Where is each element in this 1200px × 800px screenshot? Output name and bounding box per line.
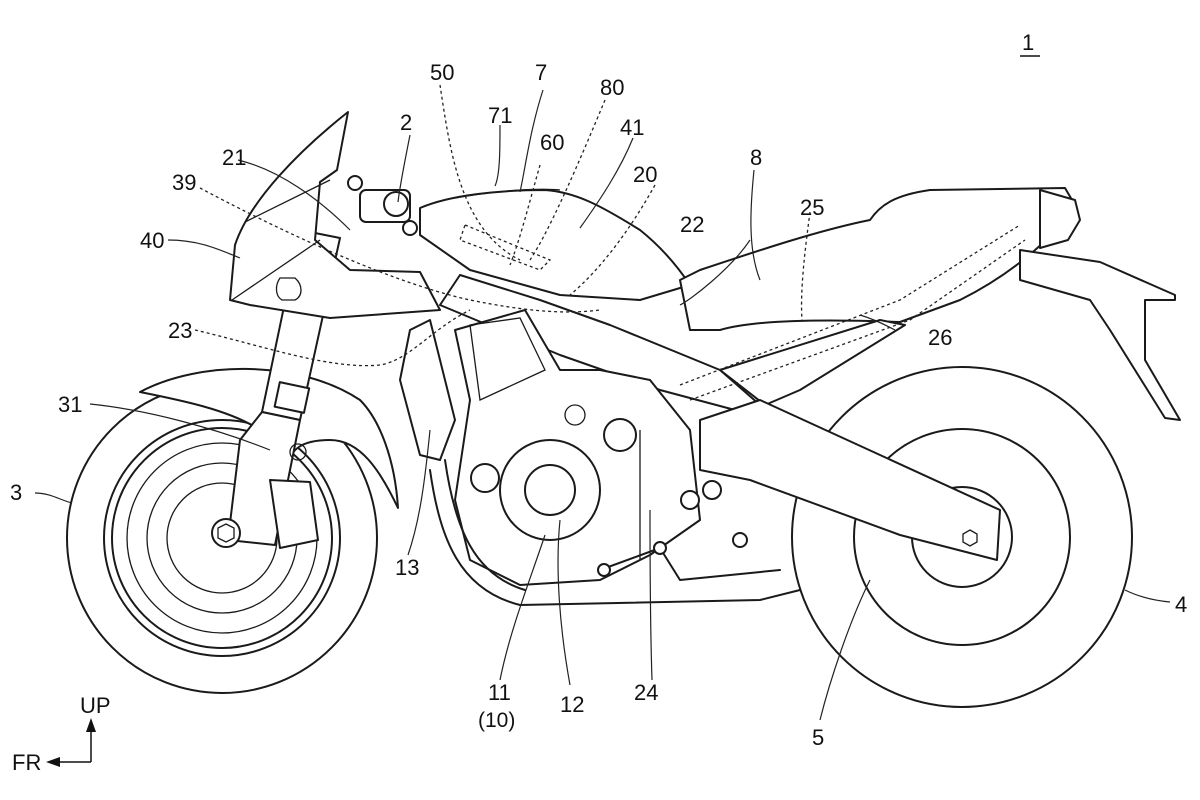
label-22: 22 xyxy=(680,212,704,237)
label-10: (10) xyxy=(478,709,515,732)
front-fork xyxy=(211,229,341,549)
label-12: 12 xyxy=(560,692,584,717)
label-5: 5 xyxy=(812,725,824,750)
label-40: 40 xyxy=(140,228,164,253)
label-31: 31 xyxy=(58,392,82,417)
label-26: 26 xyxy=(928,325,952,350)
handlebar xyxy=(347,175,418,236)
reference-labels: 1 2 3 4 5 7 8 11 (10) 12 13 20 21 22 23 … xyxy=(10,30,1187,750)
label-21: 21 xyxy=(222,145,246,170)
exhaust-pipe xyxy=(429,469,801,606)
engine xyxy=(454,309,701,586)
front-arrow-icon xyxy=(46,757,60,767)
front-cowl xyxy=(229,111,441,319)
label-41: 41 xyxy=(620,115,644,140)
footrest-linkage xyxy=(597,480,781,581)
label-2: 2 xyxy=(400,110,412,135)
up-label: UP xyxy=(80,693,111,718)
orientation-indicator: UP FR xyxy=(12,693,111,775)
label-3: 3 xyxy=(10,480,22,505)
radiator xyxy=(399,319,456,461)
label-8: 8 xyxy=(750,145,762,170)
label-20: 20 xyxy=(633,162,657,187)
label-80: 80 xyxy=(600,75,624,100)
label-50: 50 xyxy=(430,60,454,85)
label-25: 25 xyxy=(800,195,824,220)
label-60: 60 xyxy=(540,130,564,155)
label-13: 13 xyxy=(395,555,419,580)
label-1: 1 xyxy=(1022,30,1034,55)
label-11: 11 xyxy=(488,680,511,705)
rear-frame xyxy=(719,319,906,406)
swing-arm xyxy=(699,399,1001,561)
label-23: 23 xyxy=(168,318,192,343)
front-label: FR xyxy=(12,750,41,775)
hidden-lines xyxy=(194,84,811,367)
label-7: 7 xyxy=(535,60,547,85)
label-24: 24 xyxy=(634,680,658,705)
label-39: 39 xyxy=(172,170,196,195)
leader-lines xyxy=(34,89,1171,721)
label-4: 4 xyxy=(1175,592,1187,617)
rear-wheel xyxy=(791,366,1133,708)
tail-section xyxy=(1019,189,1181,421)
up-arrow-icon xyxy=(86,718,96,732)
label-71: 71 xyxy=(488,103,512,128)
